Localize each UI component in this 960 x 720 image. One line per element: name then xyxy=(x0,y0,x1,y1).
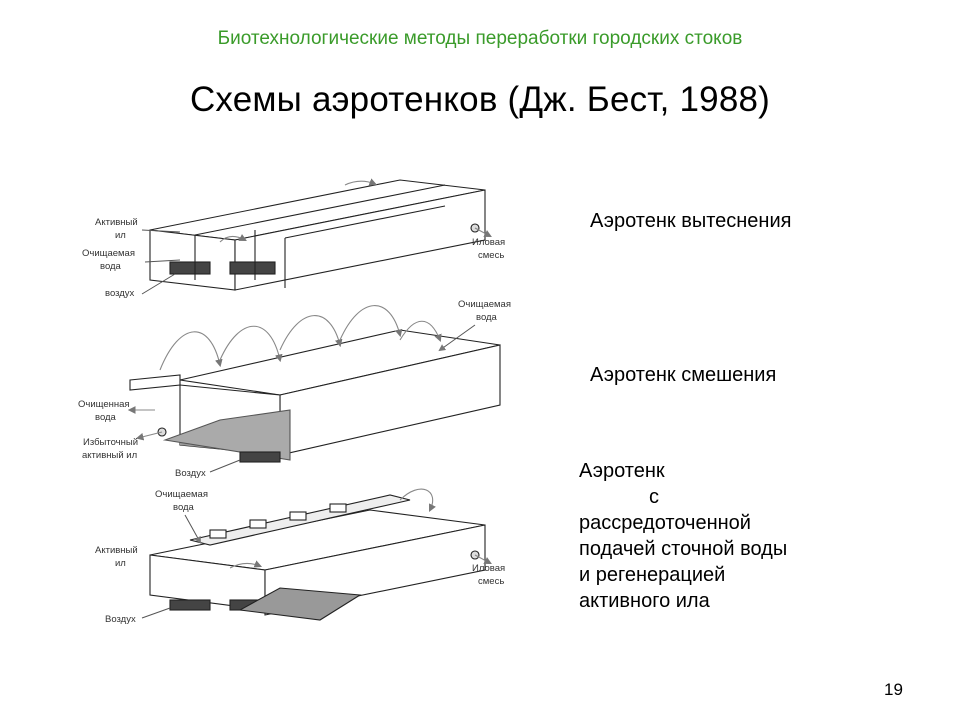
label-clean-water-1: Очищаемая xyxy=(82,248,135,259)
mixing-tank-drawing xyxy=(127,305,501,463)
label-sludge-mix-1: Иловая xyxy=(472,237,505,248)
label-clean-water-2: вода xyxy=(476,312,498,323)
slide-subtitle: Биотехнологические методы переработки го… xyxy=(217,28,743,49)
label-air: воздух xyxy=(105,288,135,299)
label-excess-sludge-1: Избыточный xyxy=(83,437,138,448)
label-clean-water-1: Очищаемая xyxy=(155,489,208,500)
dispersed-tank-drawing xyxy=(149,488,492,621)
label-active-sludge-2: ил xyxy=(115,558,126,569)
caption-dispersed-line-4: подачей сточной воды xyxy=(579,538,788,560)
label-cleaned-water-2: вода xyxy=(95,412,117,423)
label-clean-water-2: вода xyxy=(100,261,122,272)
label-sludge-mix-2: смесь xyxy=(478,250,504,261)
label-excess-sludge-2: активный ил xyxy=(82,450,137,461)
page-number: 19 xyxy=(884,680,903,699)
label-air: Воздух xyxy=(175,468,206,479)
label-clean-water-2: вода xyxy=(173,502,195,513)
label-active-sludge-1: Активный xyxy=(95,217,138,228)
caption-dispersed-line-5: и регенерацией xyxy=(579,564,726,586)
caption-dispersed-line-3: рассредоточенной xyxy=(579,512,751,534)
label-sludge-mix-2: смесь xyxy=(478,576,504,587)
label-sludge-mix-1: Иловая xyxy=(472,563,505,574)
caption-dispersed-line-6: активного ила xyxy=(579,590,710,612)
label-air: Воздух xyxy=(105,614,136,625)
label-clean-water-1: Очищаемая xyxy=(458,299,511,310)
caption-dispersed-line-1: Аэротенк xyxy=(579,460,665,482)
aerotank-diagrams: Активный ил Очищаемая вода воздух Иловая… xyxy=(78,178,511,625)
slide-title: Схемы аэротенков (Дж. Бест, 1988) xyxy=(189,80,771,119)
displacement-tank-labels: Активный ил Очищаемая вода воздух Иловая… xyxy=(82,217,505,299)
mixing-tank-labels: Очищаемая вода Очищенная вода Избыточный… xyxy=(78,299,511,479)
caption-dispersed-line-2: с xyxy=(649,486,659,508)
label-active-sludge-1: Активный xyxy=(95,545,138,556)
label-active-sludge-2: ил xyxy=(115,230,126,241)
caption-mixing: Аэротенк смешения xyxy=(590,364,777,386)
label-cleaned-water-1: Очищенная xyxy=(78,399,130,410)
caption-displacement: Аэротенк вытеснения xyxy=(590,210,792,232)
caption-dispersed: Аэротенк с рассредоточенной подачей сточ… xyxy=(579,458,869,614)
displacement-tank-drawing xyxy=(149,178,492,291)
dispersed-tank-labels: Очищаемая вода Активный ил Иловая смесь … xyxy=(95,489,505,625)
